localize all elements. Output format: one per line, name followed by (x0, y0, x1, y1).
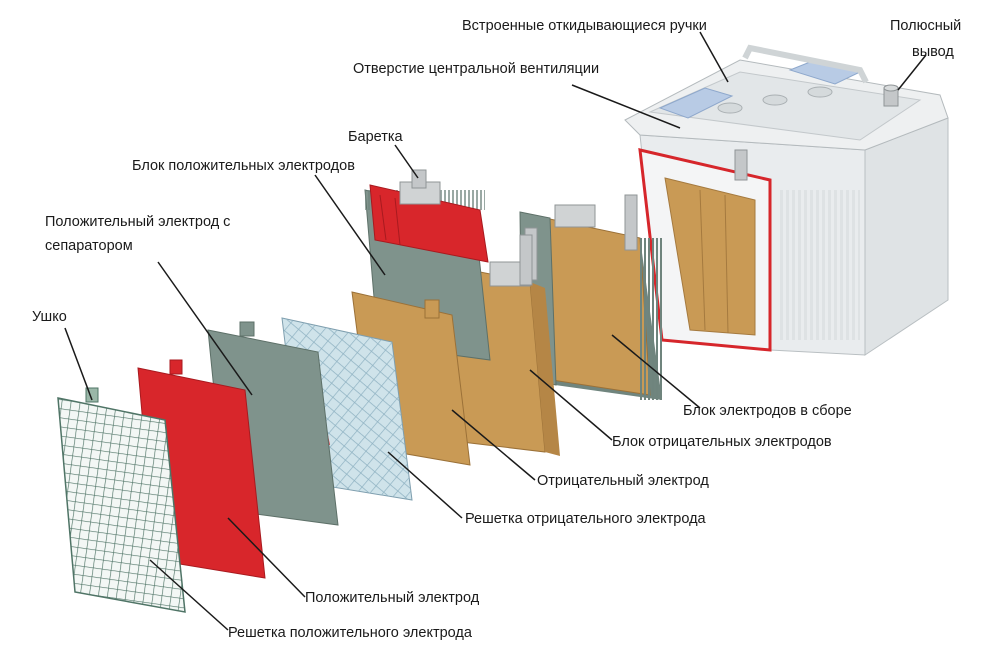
leader-positive-block (314, 174, 386, 276)
leader-lines (64, 31, 927, 631)
leader-positive-electrode (227, 517, 306, 598)
label-negative-electrode: Отрицательный электрод (537, 473, 709, 489)
battery-case (624, 44, 949, 356)
label-terminal-line2: вывод (912, 44, 954, 60)
leader-positive-grid (149, 559, 229, 631)
label-vent: Отверстие центральной вентиляции (353, 61, 600, 77)
leader-strap (394, 144, 419, 179)
leader-vent (571, 84, 681, 129)
leader-terminal (897, 54, 927, 91)
label-assembled-block: Блок электродов в сборе (683, 403, 852, 419)
leader-positive-separator (157, 261, 253, 396)
label-positive-grid: Решетка положительного электрода (228, 625, 472, 641)
leader-lug (64, 327, 93, 401)
leader-negative-grid (387, 451, 463, 519)
leader-negative-block (529, 369, 613, 441)
label-positive-electrode: Положительный электрод (305, 590, 480, 606)
leader-negative-electrode (451, 409, 536, 481)
label-negative-block: Блок отрицательных электродов (612, 434, 832, 450)
label-negative-grid: Решетка отрицательного электрода (465, 511, 706, 527)
label-lug: Ушко (32, 309, 67, 325)
label-strap: Баретка (348, 129, 403, 145)
label-handles: Встроенные откидывающиеся ручки (462, 18, 707, 34)
leader-handles (699, 31, 729, 83)
leader-assembled (611, 334, 701, 409)
label-positive-block: Блок положительных электродов (132, 158, 355, 174)
label-terminal-line1: Полюсный (890, 18, 962, 34)
positive-electrode-grid (57, 387, 186, 613)
label-positive-with-separator: Положительный электрод с сепаратором (45, 214, 231, 254)
